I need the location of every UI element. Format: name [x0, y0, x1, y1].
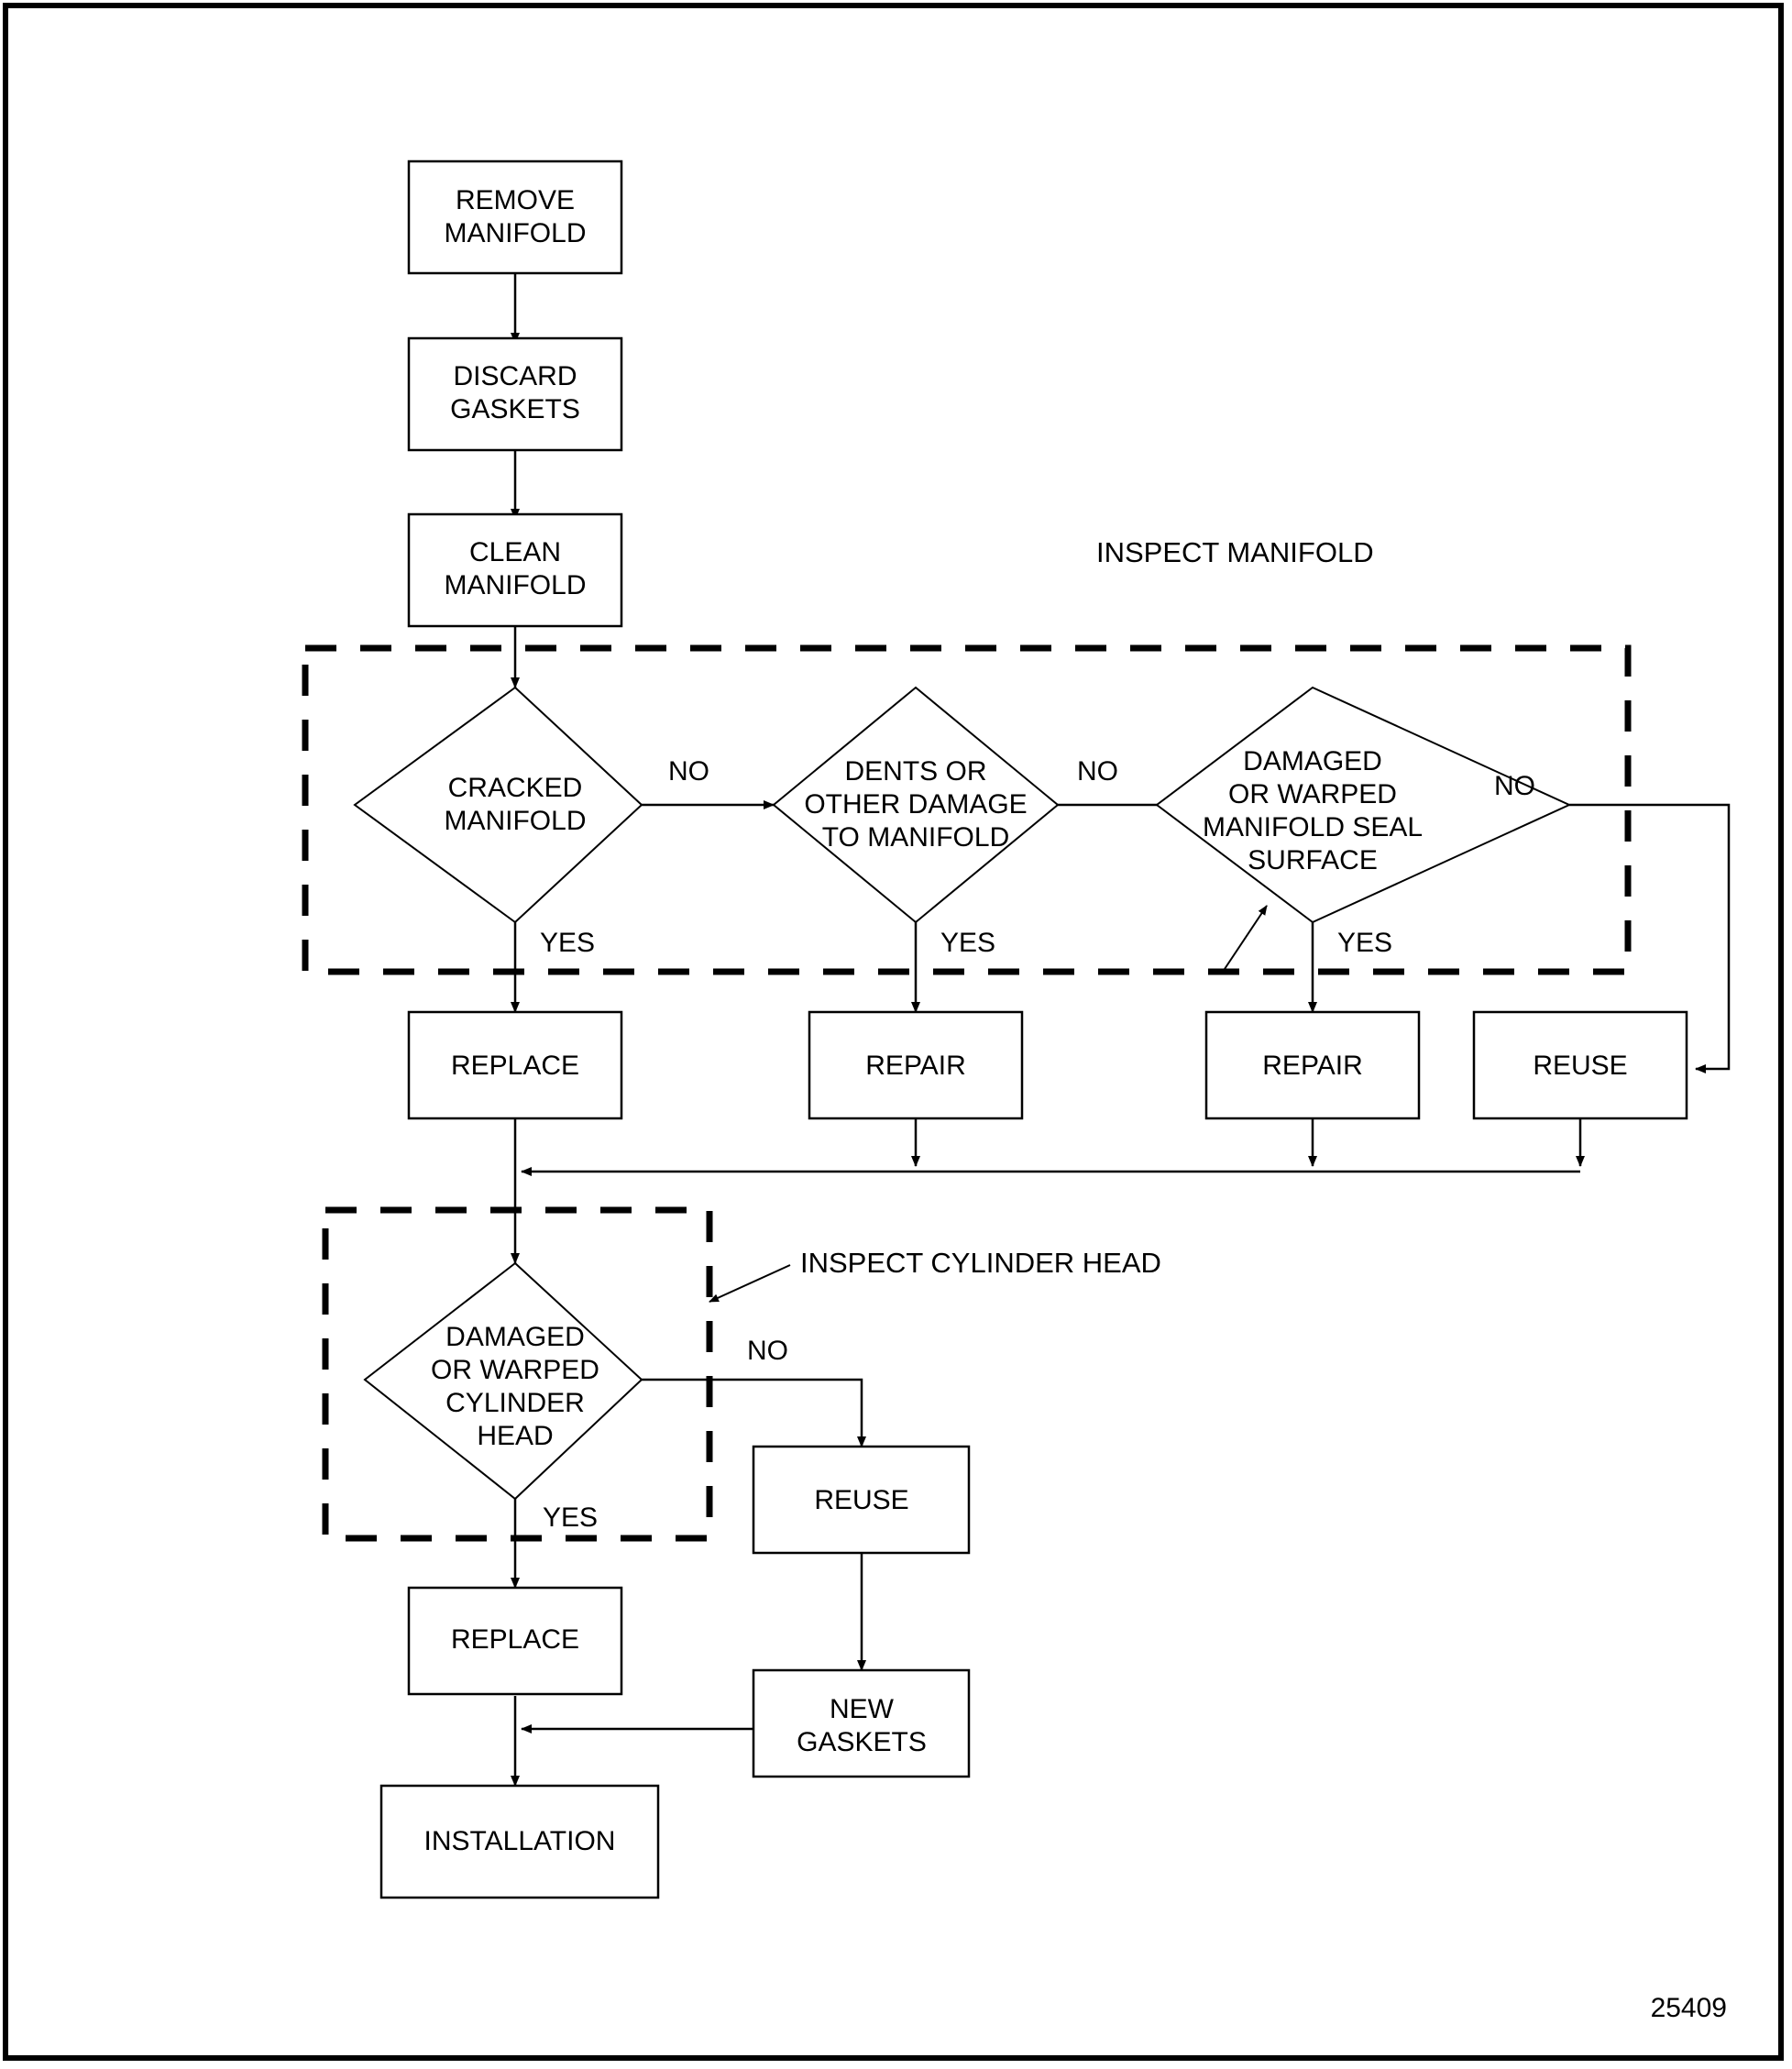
node-new-gaskets[interactable]: NEW GASKETS — [752, 1668, 971, 1778]
node-clean-manifold-line1: CLEAN — [469, 537, 561, 567]
node-installation-label: INSTALLATION — [424, 1826, 616, 1856]
edge-head-no-to-reuse — [642, 1378, 866, 1447]
node-cracked-manifold-line1: CRACKED — [448, 773, 583, 803]
node-dents-damage-line1: DENTS OR — [844, 756, 986, 787]
node-clean-manifold[interactable]: CLEAN MANIFOLD — [407, 512, 623, 628]
node-cylinder-head-line3: CYLINDER — [445, 1388, 585, 1418]
figure-id-label: 25409 — [1651, 1993, 1727, 2023]
node-remove-manifold[interactable]: REMOVE MANIFOLD — [407, 160, 623, 275]
node-installation[interactable]: INSTALLATION — [379, 1784, 660, 1899]
edge-label-head-no: NO — [747, 1336, 788, 1366]
node-discard-gaskets[interactable]: DISCARD GASKETS — [407, 336, 623, 452]
edge-label-dents-yes: YES — [940, 928, 995, 958]
node-new-gaskets-line2: GASKETS — [797, 1727, 927, 1757]
node-repair-dents-label: REPAIR — [865, 1051, 965, 1081]
node-repair-seal-label: REPAIR — [1262, 1051, 1362, 1081]
edge-label-dents-no: NO — [1077, 756, 1118, 787]
edge-label-cracked-yes: YES — [540, 928, 595, 958]
node-dents-damage-line2: OTHER DAMAGE — [804, 789, 1027, 820]
node-dents-damage[interactable]: DENTS OR OTHER DAMAGE TO MANIFOLD — [772, 686, 1060, 924]
node-cylinder-head-line1: DAMAGED — [445, 1322, 585, 1352]
node-cylinder-head[interactable]: DAMAGED OR WARPED CYLINDER HEAD — [363, 1261, 643, 1501]
edge-label-seal-yes: YES — [1337, 928, 1392, 958]
node-remove-manifold-line2: MANIFOLD — [444, 218, 586, 248]
group-inspect-cylinder-head — [322, 1206, 713, 1542]
node-discard-gaskets-line1: DISCARD — [453, 361, 577, 391]
edge-label-seal-no: NO — [1494, 771, 1535, 801]
page-border — [3, 3, 1784, 2061]
node-cylinder-head-line4: HEAD — [477, 1421, 553, 1451]
leader-inspect-manifold — [1224, 905, 1268, 970]
node-manifold-seal-surface[interactable]: DAMAGED OR WARPED MANIFOLD SEAL SURFACE — [1155, 686, 1572, 924]
edge-seal-no-to-reuse — [1569, 803, 1731, 1073]
node-new-gaskets-line1: NEW — [830, 1694, 895, 1724]
edge-label-head-yes: YES — [543, 1502, 598, 1533]
node-remove-manifold-line1: REMOVE — [456, 185, 575, 215]
node-replace-manifold[interactable]: REPLACE — [407, 1010, 623, 1120]
group-label-inspect-cylinder-head: INSPECT CYLINDER HEAD — [800, 1247, 1161, 1279]
node-manifold-seal-surface-line4: SURFACE — [1248, 845, 1378, 875]
group-inspect-manifold — [302, 644, 1632, 975]
node-repair-seal[interactable]: REPAIR — [1204, 1010, 1421, 1120]
node-reuse-manifold[interactable]: REUSE — [1472, 1010, 1688, 1120]
node-clean-manifold-line2: MANIFOLD — [444, 570, 586, 600]
leader-inspect-cylinder-head — [709, 1264, 791, 1303]
node-reuse-manifold-label: REUSE — [1533, 1051, 1627, 1081]
node-cracked-manifold-line2: MANIFOLD — [444, 806, 586, 836]
group-label-inspect-manifold: INSPECT MANIFOLD — [1096, 536, 1374, 568]
node-discard-gaskets-line2: GASKETS — [450, 394, 580, 424]
node-manifold-seal-surface-line3: MANIFOLD SEAL — [1203, 812, 1423, 842]
node-replace-cylinder-head-label: REPLACE — [451, 1624, 579, 1655]
node-replace-manifold-label: REPLACE — [451, 1051, 579, 1081]
node-reuse-cylinder-head-label: REUSE — [814, 1485, 908, 1515]
edge-label-cracked-no: NO — [668, 756, 709, 787]
node-manifold-seal-surface-line2: OR WARPED — [1228, 779, 1397, 809]
node-repair-dents[interactable]: REPAIR — [808, 1010, 1024, 1120]
node-reuse-cylinder-head[interactable]: REUSE — [752, 1445, 971, 1555]
node-dents-damage-line3: TO MANIFOLD — [822, 822, 1009, 853]
node-manifold-seal-surface-line1: DAMAGED — [1243, 746, 1382, 776]
node-replace-cylinder-head[interactable]: REPLACE — [407, 1586, 623, 1696]
node-cracked-manifold[interactable]: CRACKED MANIFOLD — [353, 686, 643, 924]
node-cylinder-head-line2: OR WARPED — [431, 1355, 599, 1385]
